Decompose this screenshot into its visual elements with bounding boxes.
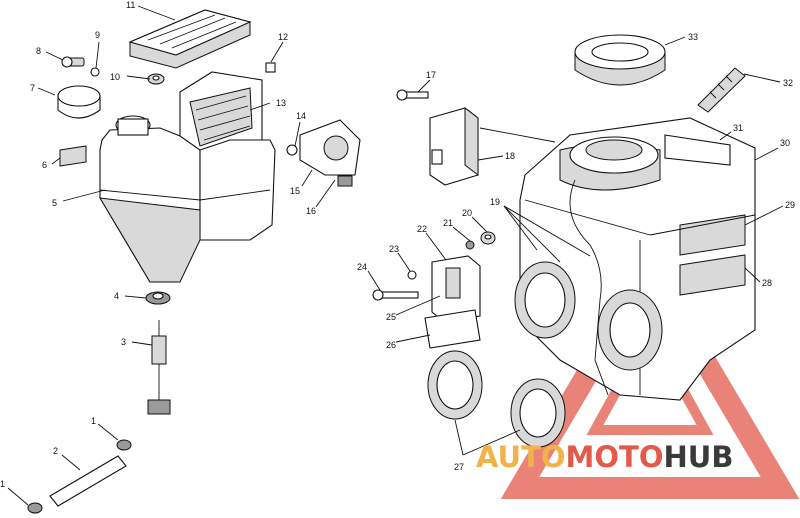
callout-30: 30 [780,138,790,148]
housing-port-right [597,289,663,371]
callout-20: 20 [462,208,472,218]
callout-21: 21 [443,218,453,228]
watermark-auto: AUTO [476,440,566,474]
callout-8: 8 [36,46,41,56]
callout-2: 2 [53,446,58,456]
watermark-moto: MOTO [566,440,664,474]
part-27-ring-upper [427,350,483,420]
part-24-bolt [372,289,419,301]
callout-28: 28 [762,278,772,288]
part-32-strap [697,67,746,113]
part-9-washer [90,67,100,77]
part-19-cable [569,179,609,396]
callout-19: 19 [490,197,500,207]
part-1-clamp-lower [27,502,43,514]
callout-27: 27 [454,462,464,472]
part-18-module [429,106,479,186]
callout-29: 29 [785,200,795,210]
callout-10: 10 [110,72,120,82]
part-12-nut [265,62,276,73]
part-6-label [59,145,87,167]
part-5-oil-tank [99,115,276,283]
callout-31: 31 [733,123,743,133]
part-17-screw [396,89,429,101]
callout-17: 17 [426,70,436,80]
callout-1-upper: 1 [91,416,96,426]
part-2-hose [49,455,127,507]
part-8-screw [61,56,85,68]
part-11-lid [128,9,252,69]
part-26-mount-plate [424,309,481,349]
part-1-clamp-upper [116,439,132,451]
part-30-main-housing [519,117,756,401]
part-23-washer [407,270,417,280]
housing-port-left [514,261,576,339]
callout-15: 15 [290,186,300,196]
callout-24: 24 [357,262,367,272]
callout-3: 3 [121,337,126,347]
part-14-oring [286,144,298,156]
callout-6: 6 [42,160,47,170]
callout-5: 5 [52,198,57,208]
callout-26: 26 [386,340,396,350]
callout-33: 33 [688,32,698,42]
callout-4: 4 [114,291,119,301]
callout-32: 32 [783,78,793,88]
watermark-hub: HUB [664,440,734,474]
part-7-cap [57,85,101,119]
part-15-throttle-body [299,119,361,176]
callout-labels: 11 8 9 10 12 7 13 6 5 14 15 16 4 3 1 2 1… [0,0,795,489]
part-22-bracket [431,255,481,323]
callout-14: 14 [296,111,306,121]
part-4-grommet [145,291,171,305]
part-21-washer [465,240,475,250]
part-16-clip [337,175,353,187]
callout-18: 18 [505,151,515,161]
leader-lines [7,5,784,506]
part-10-grommet [147,73,165,85]
callout-9: 9 [95,30,100,40]
callout-16: 16 [306,206,316,216]
part-20-grommet [480,231,496,245]
watermark-text: AUTOMOTOHUB [476,440,733,474]
svg-text:AUTOMOTOHUB: AUTOMOTOHUB [476,440,733,474]
callout-23: 23 [389,244,399,254]
callout-25: 25 [386,312,396,322]
part-33-seal-ring [574,34,666,86]
callout-13: 13 [276,98,286,108]
part-3-sender [147,320,171,415]
callout-12: 12 [278,32,288,42]
callout-22: 22 [417,224,427,234]
callout-7: 7 [30,83,35,93]
part-27-ring-lower [510,378,566,448]
callout-11: 11 [126,0,135,10]
callout-1-lower: 1 [0,479,5,489]
